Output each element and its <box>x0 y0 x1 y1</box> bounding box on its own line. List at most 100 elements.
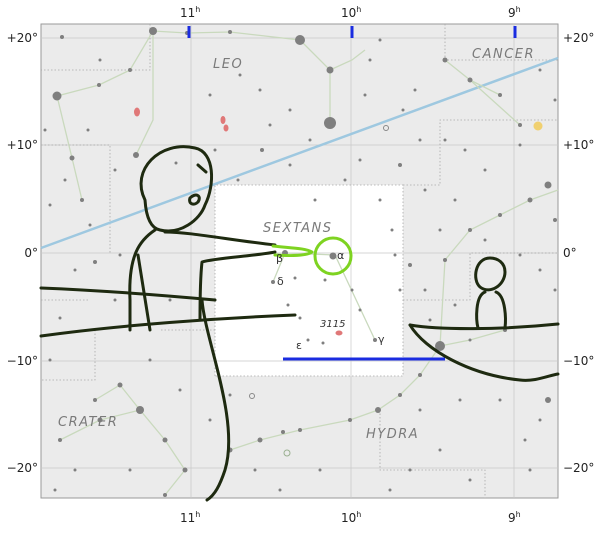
star-icon <box>329 252 337 260</box>
star-icon <box>128 468 132 472</box>
star-icon <box>118 253 122 257</box>
star-icon <box>278 488 282 492</box>
star-icon <box>208 93 212 97</box>
star-icon <box>128 68 132 72</box>
cancer-label: CANCER <box>472 47 535 62</box>
star-icon <box>453 198 457 202</box>
cluster-icon <box>249 393 255 399</box>
cluster-icon <box>383 125 389 131</box>
star-icon <box>498 213 502 217</box>
ecliptic-line <box>40 56 559 250</box>
star-icon <box>69 155 75 161</box>
star-icon <box>523 438 527 442</box>
star-label-epsilon: ε <box>296 339 302 352</box>
star-icon <box>88 223 92 227</box>
star-icon <box>298 316 302 320</box>
star-icon <box>174 161 178 165</box>
star-icon <box>133 152 139 158</box>
star-icon <box>468 338 472 342</box>
star-icon <box>544 181 552 189</box>
star-icon <box>528 468 532 472</box>
star-icon <box>73 268 77 272</box>
star-icon <box>467 77 473 83</box>
star-icon <box>286 303 290 307</box>
star-icon <box>258 88 262 92</box>
star-icon <box>438 228 442 232</box>
star-icon <box>58 316 62 320</box>
ngc-3115-label: 3115 <box>320 319 345 330</box>
star-icon <box>363 93 367 97</box>
crater-label: CRATER <box>58 415 118 430</box>
star-icon <box>313 198 317 202</box>
star-icon <box>318 468 322 472</box>
meridian-tick-marks <box>187 26 517 361</box>
star-icon <box>98 58 102 62</box>
star-icon <box>295 35 305 45</box>
star-icon <box>443 258 447 262</box>
star-icon <box>408 263 412 267</box>
star-icon <box>308 138 312 142</box>
star-icon <box>293 276 297 280</box>
star-icon <box>260 148 264 152</box>
star-icon <box>498 398 502 402</box>
star-icon <box>53 488 57 492</box>
ra-label: 11h <box>180 5 200 20</box>
star-icon <box>428 318 432 322</box>
bottom-ra-axis: 11h 10h 9h <box>180 510 521 525</box>
star-icon <box>60 35 64 39</box>
star-icon <box>48 203 52 207</box>
star-icon <box>93 398 97 402</box>
dec-label: +10° <box>7 138 38 152</box>
star-icon <box>288 163 292 167</box>
star-icon <box>388 488 392 492</box>
star-icon <box>438 448 442 452</box>
star-icon <box>97 417 103 423</box>
star-label-beta: β <box>276 252 283 265</box>
star-icon <box>271 280 275 284</box>
star-icon <box>358 158 362 162</box>
star-icon <box>350 288 354 292</box>
star-icon <box>117 382 123 388</box>
alpha-highlight-circle <box>313 236 353 276</box>
sextans-region <box>215 185 403 376</box>
star-icon <box>52 91 62 101</box>
hydra-label: HYDRA <box>366 427 419 442</box>
ra-label: 10h <box>341 510 361 525</box>
star-icon <box>518 143 522 147</box>
star-icon <box>518 123 522 127</box>
ra-label: 9h <box>508 510 521 525</box>
ra-label: 9h <box>508 5 521 20</box>
star-icon <box>163 493 167 497</box>
nebula-icon <box>283 449 291 457</box>
star-icon <box>418 408 422 412</box>
dec-label: 0° <box>24 246 38 260</box>
star-icon <box>268 123 272 127</box>
star-icon <box>80 198 84 202</box>
dec-label: +20° <box>563 31 594 45</box>
star-icon <box>298 428 302 432</box>
star-icon <box>538 418 542 422</box>
star-icon <box>423 188 427 192</box>
star-icon <box>97 83 101 87</box>
star-icon <box>213 148 217 152</box>
star-icon <box>538 268 542 272</box>
ra-label: 10h <box>341 5 361 20</box>
planet-icon <box>533 121 543 131</box>
star-icon <box>527 197 533 203</box>
stick-figure-pointing-icon <box>39 145 314 502</box>
star-icon <box>398 163 402 167</box>
star-icon <box>48 358 52 362</box>
star-icon <box>468 228 472 232</box>
star-icon <box>168 298 172 302</box>
star-icon <box>463 148 467 152</box>
star-icon <box>373 338 377 342</box>
star-icon <box>93 260 97 264</box>
dec-label: −20° <box>7 461 38 475</box>
star-icon <box>545 397 551 403</box>
top-ra-axis: 11h 10h 9h <box>180 5 521 20</box>
star-icon <box>458 398 462 402</box>
star-icon <box>453 303 457 307</box>
star-icon <box>43 128 47 132</box>
star-icon <box>398 393 402 397</box>
